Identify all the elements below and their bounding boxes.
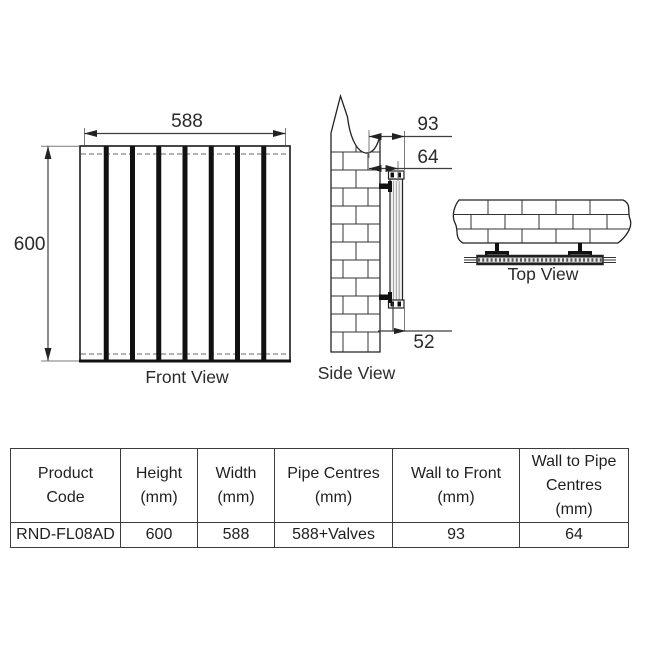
wall-to-front-dimension: 93: [368, 114, 452, 170]
cell-product-code: RND-FL08AD: [10, 522, 121, 548]
top-view-drawing: Top View: [452, 199, 632, 284]
cell-width: 588: [197, 522, 275, 548]
header-wall-to-front: Wall to Front (mm): [392, 448, 520, 523]
spec-table: Product Code Height (mm) Width (mm) Pipe…: [10, 448, 629, 548]
header-pipe-centres: Pipe Centres (mm): [274, 448, 393, 523]
header-product-code: Product Code: [10, 448, 121, 523]
bottom-wall-bracket: [379, 294, 390, 300]
bottom-valve-cap: [387, 299, 405, 309]
side-radiator: [379, 170, 405, 309]
radiator-panels: [103, 146, 267, 361]
cell-pipe-centres: 588+Valves: [274, 522, 393, 548]
dim-93-label: 93: [417, 114, 438, 135]
dim-600-label: 600: [14, 234, 46, 255]
wall-to-pipe-dimension: 64: [368, 147, 452, 181]
pipe-stubs: [464, 257, 616, 263]
front-view-label: Front View: [145, 367, 229, 387]
top-wall-bracket: [379, 183, 390, 189]
cell-wall-to-pipe-centres: 64: [519, 522, 629, 548]
front-view-drawing: 588 600 Front View: [14, 111, 291, 387]
top-wall-bricks: [453, 200, 631, 243]
top-view-label: Top View: [508, 264, 579, 284]
height-dimension: 600: [14, 145, 79, 362]
header-height: Height (mm): [120, 448, 198, 523]
spec-table-header-row: Product Code Height (mm) Width (mm) Pipe…: [10, 448, 629, 523]
top-view-radiator: [464, 254, 616, 266]
width-dimension: 588: [84, 111, 286, 145]
dim-64-label: 64: [417, 147, 439, 168]
spec-table-data-row: RND-FL08AD 600 588 588+Valves 93 64: [10, 522, 629, 548]
header-wall-to-pipe-centres: Wall to Pipe Centres (mm): [519, 448, 629, 523]
dim-588-label: 588: [171, 111, 203, 132]
pipe-drop-dimension: 52: [378, 303, 452, 353]
side-view-drawing: 93 64 52 Side View: [318, 93, 452, 383]
cell-wall-to-front: 93: [392, 522, 520, 548]
top-wall-outline: [452, 199, 632, 244]
side-view-label: Side View: [318, 363, 396, 383]
header-width: Width (mm): [197, 448, 275, 523]
radiator-drawing: 588 600 Front View: [14, 93, 632, 387]
dim-52-label: 52: [413, 332, 434, 353]
side-wall-bricks: [331, 136, 380, 352]
cell-height: 600: [120, 522, 198, 548]
